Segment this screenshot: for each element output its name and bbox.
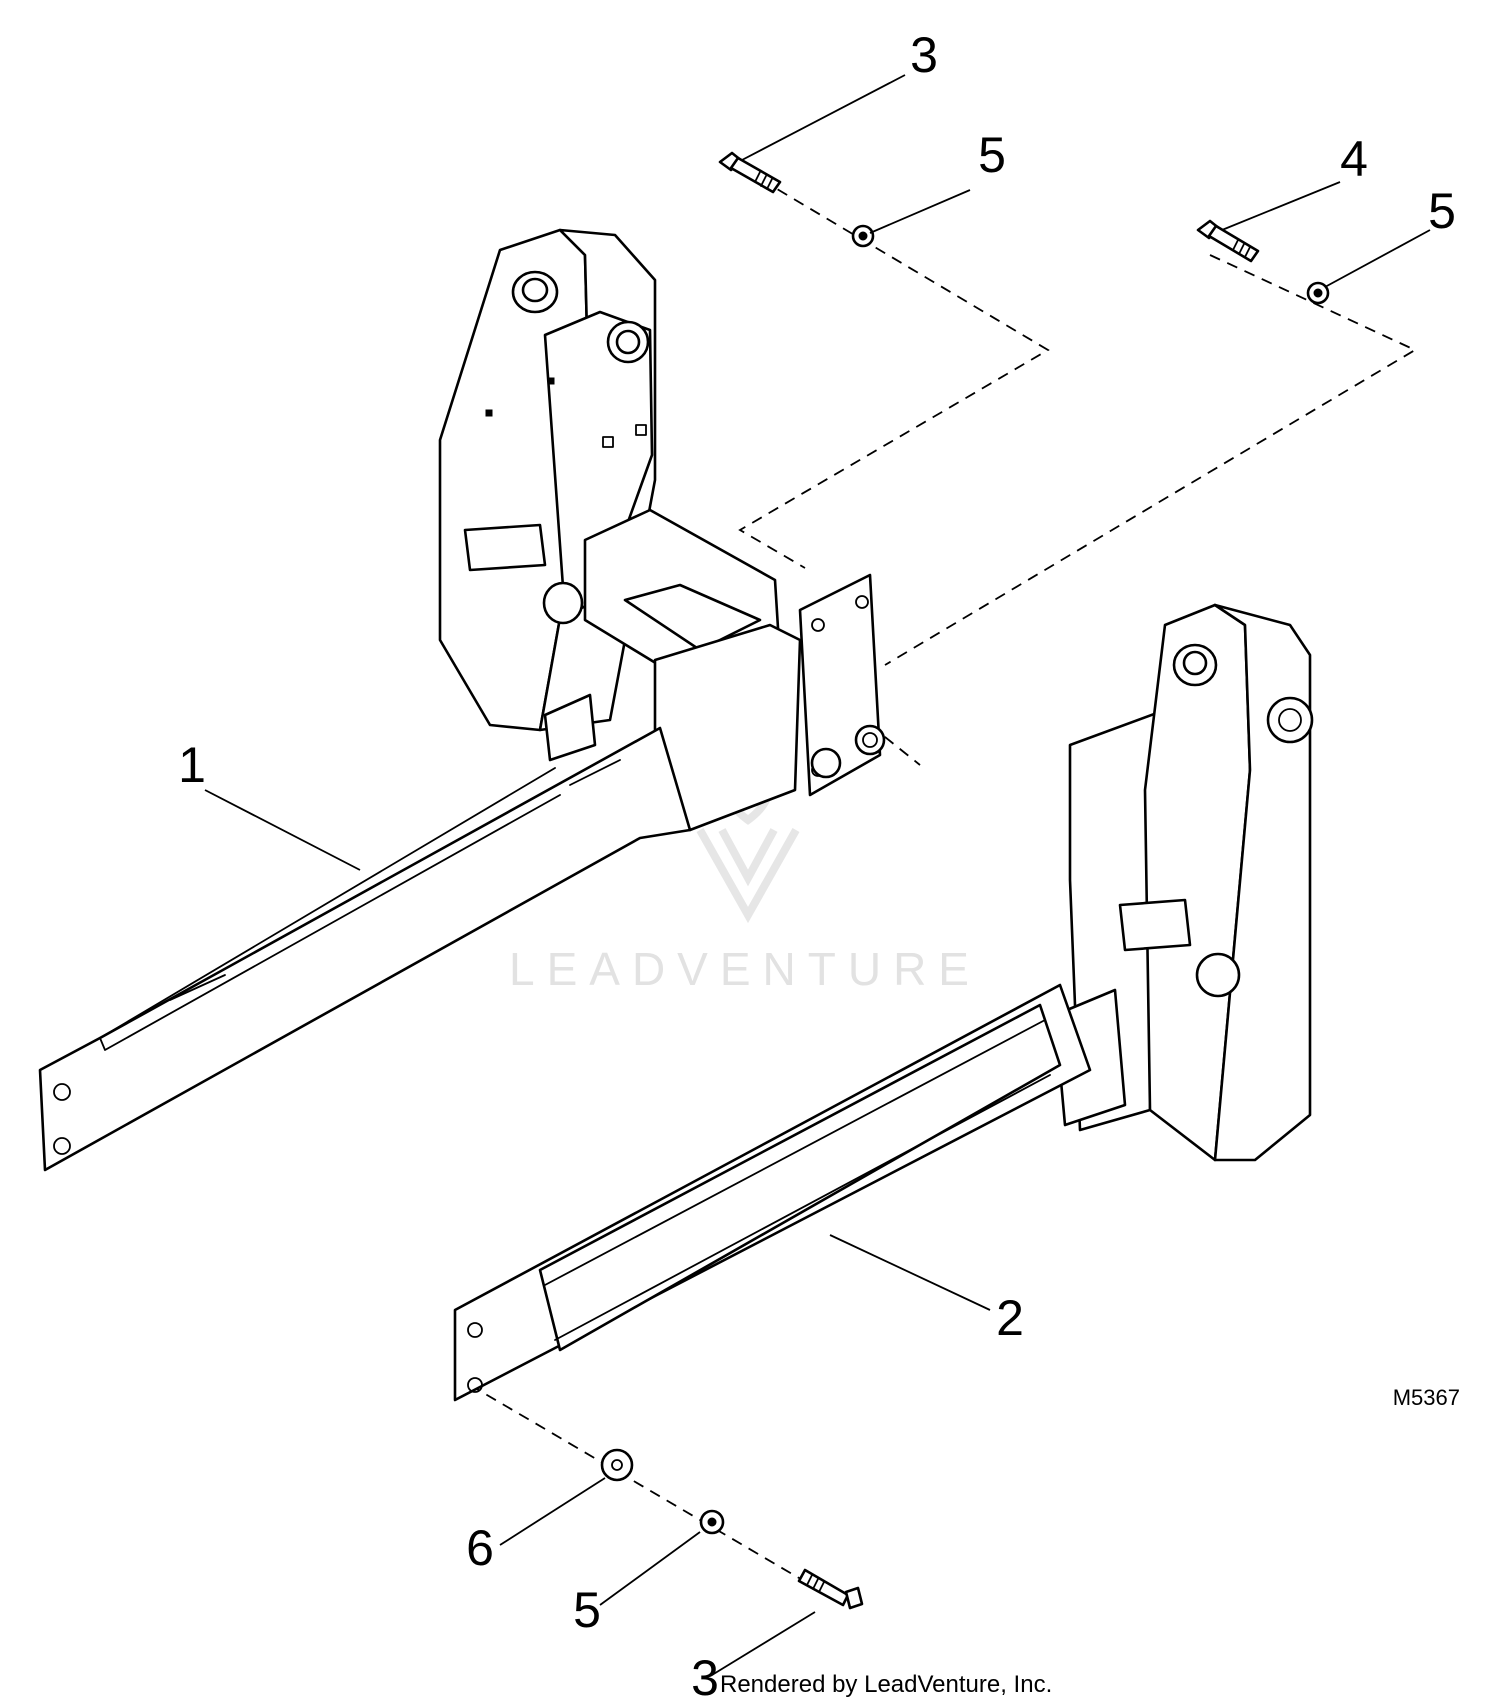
part-2-right-mounting-frame bbox=[453, 603, 1314, 1402]
nut-5-bottom-icon bbox=[699, 1509, 725, 1535]
callout-5-top-right: 5 bbox=[1428, 183, 1456, 239]
callout-6: 6 bbox=[466, 1520, 494, 1576]
washer-6-icon bbox=[600, 1448, 634, 1482]
callout-3-top: 3 bbox=[910, 27, 938, 83]
callouts: 3 5 4 5 1 2 6 5 3 bbox=[178, 27, 1456, 1698]
figure-code: M5367 bbox=[1393, 1385, 1460, 1410]
hardware-bottom bbox=[600, 1448, 864, 1610]
nut-5-top-right-icon bbox=[1306, 281, 1330, 305]
watermark-text: LEADVENTURE bbox=[509, 943, 981, 995]
bolt-3-bottom-icon bbox=[797, 1568, 864, 1610]
bolt-3-top-icon bbox=[718, 151, 782, 194]
render-credit: Rendered by LeadVenture, Inc. bbox=[720, 1671, 1052, 1698]
callout-4: 4 bbox=[1340, 131, 1368, 187]
callout-2: 2 bbox=[996, 1290, 1024, 1346]
watermark-logo-icon: LEADVENTURE bbox=[509, 723, 981, 995]
nut-5-top-left-icon bbox=[851, 224, 875, 248]
callout-3-bottom: 3 bbox=[691, 1650, 719, 1698]
callout-5-bottom: 5 bbox=[573, 1582, 601, 1638]
leader-lines bbox=[204, 74, 1431, 1676]
hardware-top bbox=[718, 151, 1330, 305]
callout-1: 1 bbox=[178, 737, 206, 793]
part-1-left-mounting-frame bbox=[38, 228, 886, 1172]
bolt-4-icon bbox=[1196, 219, 1260, 263]
callout-5-top-left: 5 bbox=[978, 127, 1006, 183]
